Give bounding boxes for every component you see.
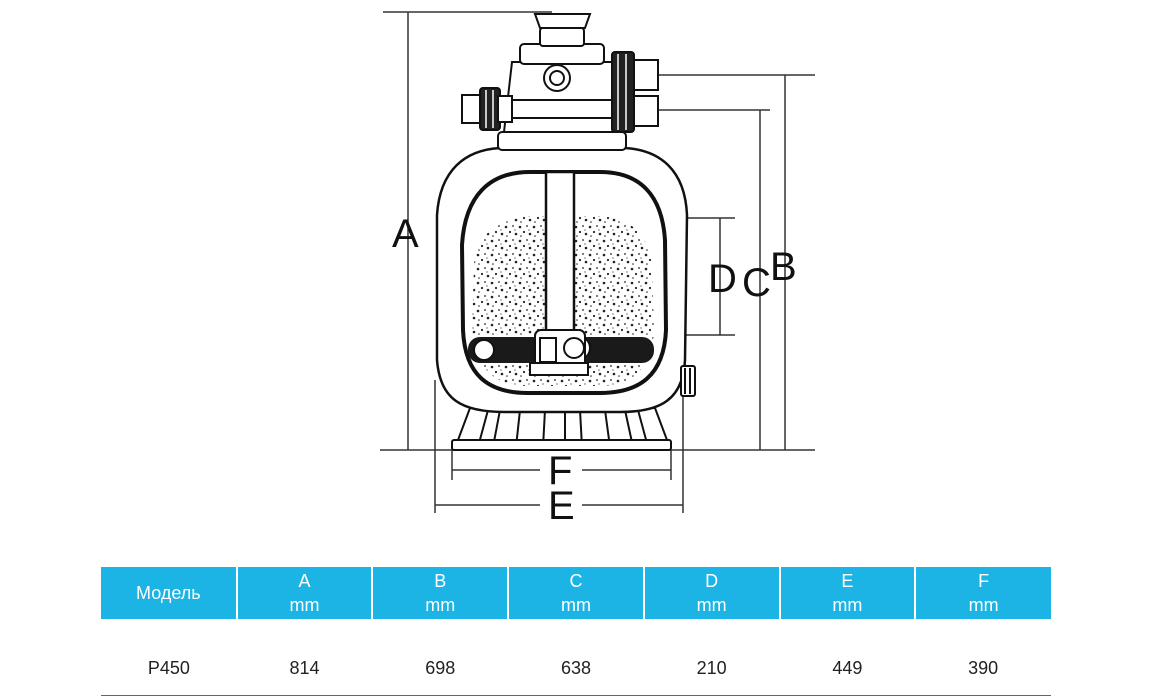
cell-model: P450 (101, 619, 237, 696)
header-model: Модель (101, 567, 238, 619)
drain-plug (680, 365, 696, 397)
header-d-unit: mm (696, 595, 727, 615)
cell-d: 210 (643, 619, 780, 696)
header-e: E mm (779, 567, 917, 619)
cell-f: 390 (915, 619, 1051, 696)
header-c-label: C (569, 571, 583, 591)
dimension-label-a: A (392, 212, 419, 256)
table-header-row: Модель A mm B mm C mm D mm E mm (101, 567, 1051, 619)
header-c: C mm (508, 567, 645, 619)
cell-a: 814 (236, 619, 373, 696)
sand-filter-diagram: A D C B F E (380, 11, 815, 528)
header-b-unit: mm (425, 595, 456, 615)
header-f: F mm (915, 567, 1051, 619)
header-f-label: F (978, 571, 990, 591)
header-b-label: B (434, 571, 447, 591)
dimension-label-e: E (548, 484, 575, 528)
dimension-label-f: F (548, 449, 572, 493)
header-d-label: D (705, 571, 719, 591)
header-d: D mm (643, 567, 781, 619)
header-e-unit: mm (832, 595, 863, 615)
cell-b: 698 (372, 619, 509, 696)
header-f-unit: mm (968, 595, 999, 615)
header-c-unit: mm (560, 595, 591, 615)
dimension-label-c: C (742, 261, 771, 305)
filter-base (451, 407, 672, 451)
dimensions-table: Модель A mm B mm C mm D mm E mm (101, 567, 1051, 696)
header-model-label: Модель (136, 583, 201, 603)
lateral-collector (468, 329, 654, 376)
multiport-valve (461, 13, 659, 151)
dimension-label-d: D (708, 257, 737, 301)
cell-e: 449 (779, 619, 916, 696)
cell-c: 638 (508, 619, 644, 696)
table-row: P450 814 698 638 210 449 390 (101, 619, 1051, 696)
header-a-label: A (298, 571, 311, 591)
center-pipe (544, 170, 576, 334)
header-b: B mm (372, 567, 510, 619)
header-a-unit: mm (289, 595, 320, 615)
header-e-label: E (841, 571, 854, 591)
header-a: A mm (236, 567, 374, 619)
dimension-label-b: B (770, 245, 797, 289)
